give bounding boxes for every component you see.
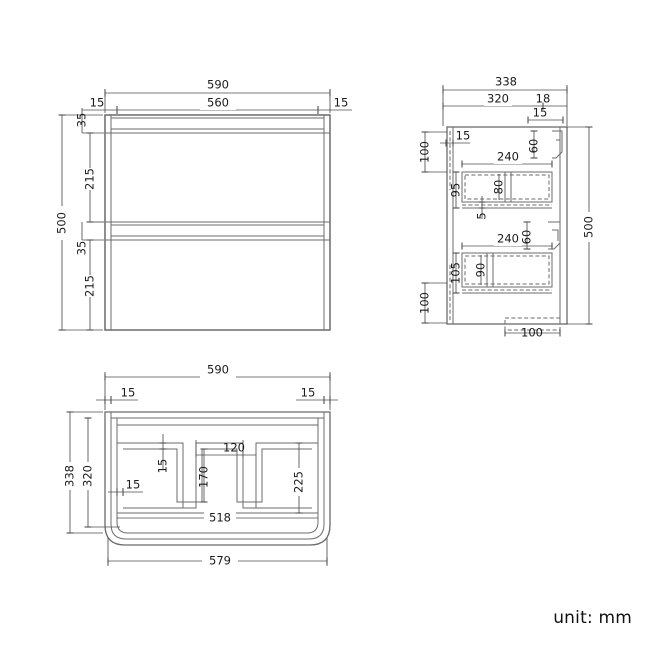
unit-label: unit: mm bbox=[553, 608, 632, 628]
plan-dim-panel-top: 15 bbox=[156, 434, 170, 473]
plan-inner-rounded-outline-2 bbox=[116, 418, 319, 534]
plan-basin-cutout-inner bbox=[123, 448, 312, 503]
front-elevation-view: 590 560 15 15 500 bbox=[55, 78, 352, 331]
plan-depth-338: 338 bbox=[63, 465, 77, 487]
front-height-500: 500 bbox=[55, 212, 69, 234]
front-upper-handle-band bbox=[110, 117, 325, 130]
side-base-5: 5 bbox=[475, 212, 489, 219]
side-dim-back-panel: 18 bbox=[536, 92, 567, 107]
front-mid-gap-35: 35 bbox=[75, 241, 89, 256]
plan-cutout-170: 170 bbox=[197, 466, 211, 488]
front-dim-top-gap: 35 bbox=[75, 108, 104, 134]
front-inner-width-560: 560 bbox=[207, 96, 229, 110]
side-dim-upper-height: 95 bbox=[449, 171, 463, 209]
side-lower-240: 240 bbox=[497, 232, 519, 246]
side-bottom-100: 100 bbox=[418, 292, 432, 314]
side-dim-handle-upper: 60 bbox=[527, 130, 541, 159]
plan-panel-left-15: 15 bbox=[126, 478, 141, 492]
front-width-590: 590 bbox=[207, 78, 229, 92]
side-dim-box-upper: 240 bbox=[461, 150, 553, 168]
front-dim-right-thickness: 15 bbox=[318, 96, 352, 111]
plan-left-15: 15 bbox=[121, 386, 136, 400]
side-foot-100: 100 bbox=[521, 326, 543, 340]
plan-panel-top-15: 15 bbox=[156, 459, 170, 474]
side-upper-drawer-box bbox=[461, 171, 553, 209]
side-upper-240: 240 bbox=[497, 150, 519, 164]
plan-dim-cutout-width: 120 bbox=[195, 440, 256, 457]
side-dim-overall-depth: 338 bbox=[442, 75, 568, 126]
side-handle-upper-60: 60 bbox=[527, 139, 541, 154]
front-dim-inner-width: 560 bbox=[116, 96, 319, 114]
side-depth-338: 338 bbox=[495, 75, 517, 89]
plan-front-579: 579 bbox=[209, 554, 231, 568]
front-right-15: 15 bbox=[334, 96, 349, 110]
side-upper-inner-80: 80 bbox=[492, 180, 506, 195]
side-foot-hidden bbox=[504, 317, 561, 331]
side-inner-depth-320: 320 bbox=[487, 92, 509, 106]
plan-dim-inner-clear: 225 bbox=[292, 442, 306, 514]
side-handle-lower-60: 60 bbox=[520, 230, 534, 245]
side-height-500: 500 bbox=[582, 216, 596, 238]
side-dim-inner-depth: 320 bbox=[442, 92, 544, 110]
plan-width-590: 590 bbox=[207, 363, 229, 377]
front-dim-upper-drawer: 215 bbox=[83, 132, 104, 223]
plan-dim-cutout-depth: 170 bbox=[197, 448, 211, 503]
plan-dim-inner-width: 518 bbox=[117, 511, 318, 525]
plan-dim-front-width: 579 bbox=[107, 538, 328, 568]
side-lower-inner-90: 90 bbox=[474, 263, 488, 278]
plan-basin-cutout bbox=[117, 442, 318, 509]
side-back-18: 18 bbox=[536, 92, 551, 106]
side-front-15: 15 bbox=[456, 129, 471, 143]
front-dim-overall-width: 590 bbox=[104, 78, 331, 113]
front-upper-215: 215 bbox=[83, 168, 97, 190]
side-lower-handle-profile bbox=[548, 221, 561, 250]
plan-view: 590 15 15 338 bbox=[63, 363, 338, 568]
front-dim-left-thickness: 15 bbox=[82, 96, 117, 111]
plan-dim-overall-depth: 338 bbox=[63, 411, 103, 534]
front-lower-handle-band bbox=[110, 224, 325, 237]
side-dim-rail-offset: 15 bbox=[527, 106, 564, 124]
front-left-15: 15 bbox=[90, 96, 105, 110]
front-top-gap-35: 35 bbox=[75, 113, 89, 128]
side-dim-handle-lower: 60 bbox=[520, 221, 534, 250]
plan-inner-518: 518 bbox=[209, 511, 231, 525]
side-dim-box-lower: 240 bbox=[461, 232, 553, 250]
side-section-view: 338 320 18 15 100 bbox=[418, 75, 596, 340]
plan-dim-panel-left: 15 bbox=[108, 478, 143, 496]
plan-outer-body bbox=[104, 411, 331, 546]
plan-inner-clear-225: 225 bbox=[292, 471, 306, 493]
side-upper-handle-profile bbox=[552, 130, 563, 159]
front-lower-215: 215 bbox=[83, 275, 97, 297]
plan-inner-rounded-outline bbox=[110, 412, 325, 540]
side-dim-lower-inner: 90 bbox=[474, 255, 488, 285]
plan-dim-overall-width: 590 bbox=[104, 363, 331, 410]
side-rail-15: 15 bbox=[533, 106, 548, 120]
side-dim-upper-inner: 80 bbox=[492, 174, 506, 200]
front-dim-overall-height: 500 bbox=[55, 114, 103, 331]
side-dim-top-offset: 100 bbox=[418, 131, 447, 173]
side-dim-foot-width: 100 bbox=[504, 326, 561, 340]
side-dim-overall-height: 500 bbox=[566, 126, 596, 325]
side-lower-105: 105 bbox=[449, 262, 463, 284]
side-dim-front-offset: 15 bbox=[440, 129, 470, 147]
plan-dim-left-thickness: 15 bbox=[96, 386, 138, 404]
side-top-100: 100 bbox=[418, 141, 432, 163]
side-cabinet-body bbox=[446, 126, 568, 325]
side-dim-bottom-offset: 100 bbox=[418, 282, 447, 324]
front-dim-lower-drawer: 215 bbox=[83, 239, 97, 331]
plan-dim-right-thickness: 15 bbox=[296, 386, 338, 404]
side-lower-drawer-box bbox=[461, 252, 553, 294]
side-upper-95: 95 bbox=[449, 183, 463, 198]
plan-inner-depth-320: 320 bbox=[81, 465, 95, 487]
plan-cutout-120: 120 bbox=[223, 441, 245, 455]
side-dim-base-5: 5 bbox=[475, 196, 489, 220]
front-dim-mid-gap: 35 bbox=[75, 222, 104, 256]
plan-dim-inner-depth: 320 bbox=[81, 417, 120, 528]
plan-right-15: 15 bbox=[301, 386, 316, 400]
side-dim-lower-height: 105 bbox=[449, 252, 463, 294]
